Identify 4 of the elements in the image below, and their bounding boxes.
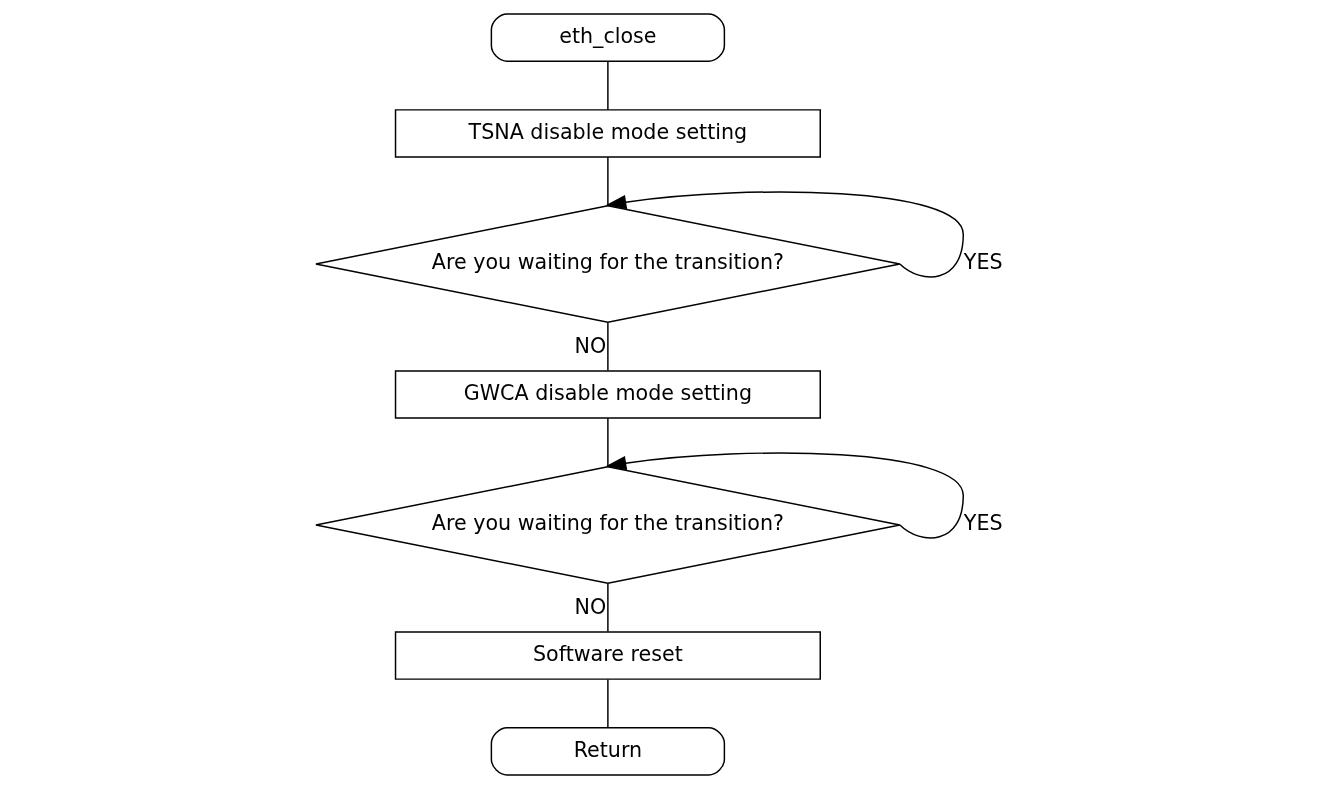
edge-label: YES [963, 511, 1003, 536]
edge-label: YES [963, 250, 1003, 275]
edge-label: NO [574, 594, 607, 619]
edge-label: NO [574, 333, 607, 358]
